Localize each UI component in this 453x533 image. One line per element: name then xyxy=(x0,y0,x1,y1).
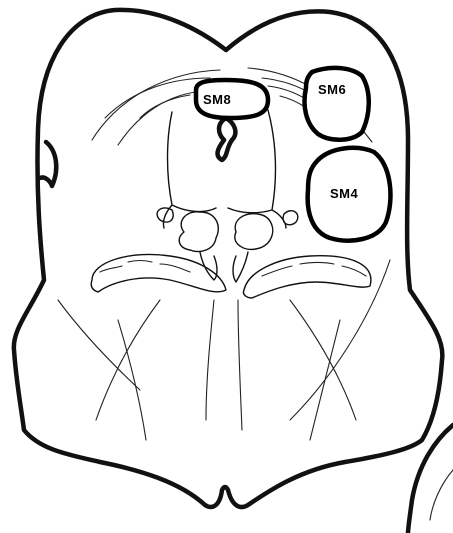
region-sm4: SM4 xyxy=(308,148,391,241)
ventral-fiber xyxy=(206,300,214,420)
central-column xyxy=(163,110,286,228)
right-crescent xyxy=(243,256,370,298)
left-crescent xyxy=(91,254,226,292)
sm8-label: SM8 xyxy=(203,92,231,107)
sm6-label: SM6 xyxy=(318,82,346,97)
neighbor-inner-line xyxy=(430,470,453,520)
left-crescent-texture xyxy=(100,261,190,273)
right-stalk xyxy=(233,252,248,282)
ventral-fiber xyxy=(238,300,242,430)
ventral-fiber xyxy=(58,300,140,390)
region-sm6: SM6 xyxy=(305,68,369,140)
sm4-label: SM4 xyxy=(330,186,359,201)
sm6-outline xyxy=(305,68,369,140)
fiber-line xyxy=(140,95,190,118)
left-nucleus xyxy=(179,212,218,252)
aqueduct xyxy=(218,118,236,160)
ventral-fiber xyxy=(96,300,160,420)
ventral-fiber xyxy=(290,300,356,420)
ventral-fiber xyxy=(310,320,340,440)
region-sm8: SM8 xyxy=(196,80,268,118)
right-lobule xyxy=(283,211,298,225)
ventral-fiber xyxy=(118,320,146,440)
right-nucleus xyxy=(235,214,273,250)
left-edge-notch xyxy=(40,142,56,186)
right-crescent-texture xyxy=(262,263,366,277)
